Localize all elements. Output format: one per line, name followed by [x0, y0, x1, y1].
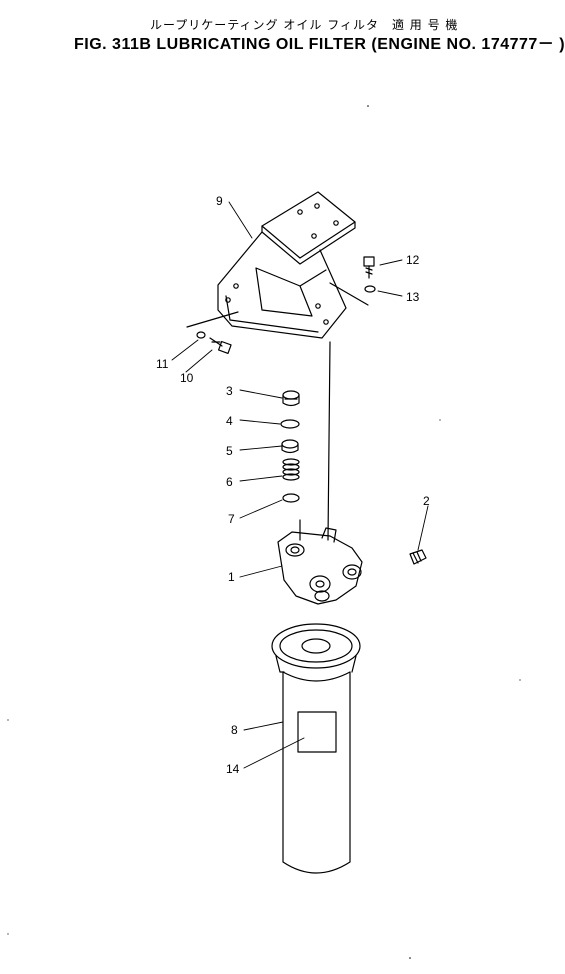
plug-part-2 — [409, 549, 427, 565]
callout-6: 6 — [226, 475, 233, 489]
callout-14: 14 — [226, 762, 240, 776]
washer-part-13 — [364, 285, 376, 293]
callout-11: 11 — [156, 357, 169, 371]
bolt-part-12 — [363, 256, 375, 279]
bracket-part-9 — [217, 191, 356, 339]
figure-title-japanese: ループリケーティング オイル フィルタ 適 用 号 機 — [150, 18, 459, 32]
callout-12: 12 — [406, 253, 420, 267]
callout-5: 5 — [226, 444, 233, 458]
filter-head-part-1 — [277, 519, 363, 605]
callout-3: 3 — [226, 384, 233, 398]
callout-9: 9 — [216, 194, 223, 208]
o-ring-part-7 — [282, 493, 300, 503]
figure-title: FIG. 311B LUBRICATING OIL FILTER (ENGINE… — [74, 36, 565, 53]
callout-4: 4 — [226, 414, 233, 428]
label-plate-part-14 — [297, 711, 337, 753]
callout-8: 8 — [231, 723, 238, 737]
callout-2: 2 — [423, 494, 430, 508]
spring-part-6 — [282, 458, 300, 481]
plug-part-3 — [282, 390, 300, 407]
valve-part-5 — [281, 439, 299, 454]
callout-13: 13 — [406, 290, 420, 304]
parts-diagram: 9 12 13 11 10 3 4 5 6 7 2 1 8 14 — [7, 105, 521, 959]
callout-1: 1 — [228, 570, 235, 584]
callout-7: 7 — [228, 512, 235, 526]
snap-ring-part-4 — [280, 419, 300, 429]
filter-cartridge-part-8 — [271, 623, 361, 874]
washer-part-11 — [196, 331, 206, 339]
bolt-part-10 — [209, 337, 232, 355]
callout-10: 10 — [180, 371, 194, 385]
